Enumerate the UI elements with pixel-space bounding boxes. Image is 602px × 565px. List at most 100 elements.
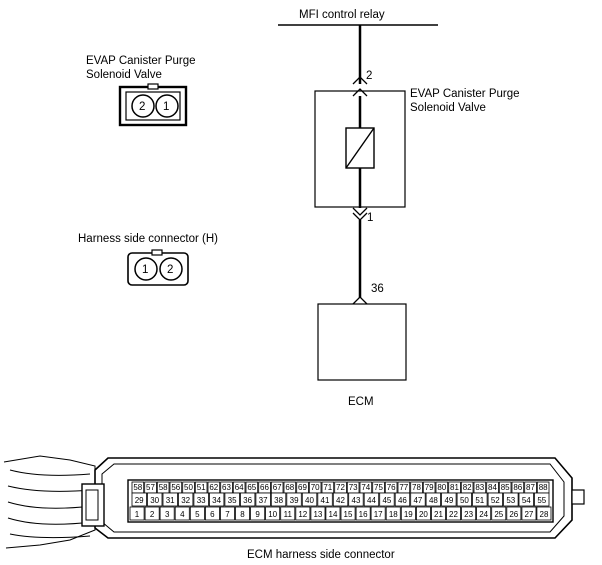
ecm-pin-cell: [280, 506, 296, 521]
ecm-pin-cell: [204, 506, 220, 521]
ecm-pin-cell: [415, 506, 431, 521]
ecm-pin-cell: [131, 492, 147, 507]
ecm-pin-number: 82: [463, 483, 472, 492]
ecm-pin-cell: [332, 492, 349, 507]
ecm-pin-number: 88: [539, 483, 548, 492]
ecm-pin-cell: [355, 506, 371, 521]
ecm-pin-number: 71: [323, 483, 332, 492]
ecm-pin-number: 11: [284, 510, 293, 519]
valve-pin2-mark: [352, 76, 368, 97]
ecm-pin-cell: [325, 506, 341, 521]
relay-label: MFI control relay: [299, 9, 385, 21]
ecm-pin-cell: [208, 492, 225, 507]
valve-label-1: EVAP Canister Purge: [410, 88, 520, 100]
ecm-pin-number: 68: [285, 483, 294, 492]
ecm-pin-number: 43: [352, 496, 361, 505]
ecm-pin-number: 80: [437, 483, 446, 492]
ecm-pin-number: 49: [444, 496, 453, 505]
ecm-pin-cell: [177, 492, 194, 507]
ecm-pin-number: 9: [255, 510, 260, 519]
ecm-pin-number: 83: [475, 483, 484, 492]
ecm-pin-number: 86: [513, 483, 522, 492]
ecm-pin-cell: [270, 492, 287, 507]
ecm-pin-number: 79: [425, 483, 434, 492]
ecm-pin-number: 38: [274, 496, 283, 505]
ecm-pin-cell: [159, 506, 175, 521]
ecm-pin-number: 70: [311, 483, 320, 492]
ecm-pin-number: 33: [197, 496, 206, 505]
component-pin-label-2: 2: [139, 101, 145, 113]
ecm-pin-number: 67: [273, 483, 282, 492]
ecm-pin-cell: [348, 492, 364, 507]
ecm-pin-cell: [250, 506, 266, 521]
ecm-pin-number: 13: [313, 510, 322, 519]
ecm-pin-number: 23: [464, 510, 473, 519]
component-connector: [118, 83, 188, 127]
ecm-pin-number: 57: [146, 483, 155, 492]
ecm-pin-number: 53: [506, 496, 515, 505]
ecm-pin-cell: [310, 506, 326, 521]
ecm-pin-cell: [317, 492, 333, 507]
component-title-1: EVAP Canister Purge: [86, 55, 196, 67]
ecm-pin-number: 63: [222, 483, 231, 492]
ecm-pin-cell: [255, 492, 271, 507]
ecm-pin-number: 62: [209, 483, 218, 492]
ecm-pin-number: 18: [389, 510, 398, 519]
harness-title: Harness side connector (H): [78, 233, 218, 245]
ecm-pin-cell: [534, 492, 550, 507]
valve-label-2: Solenoid Valve: [410, 102, 486, 114]
ecm-pin-number: 46: [398, 496, 407, 505]
ecm-pin-cell: [379, 492, 395, 507]
harness-pin-1: [134, 257, 158, 281]
ecm-pin-cell: [193, 492, 209, 507]
ecm-pin-number: 1: [135, 510, 140, 519]
ecm-pin-number: 7: [225, 510, 230, 519]
ecm-pin-number: 64: [235, 483, 244, 492]
ecm-pin-number: 4: [180, 510, 185, 519]
ecm-pin-number: 47: [413, 496, 422, 505]
ecm-pin-number: 21: [434, 510, 443, 519]
component-title-2: Solenoid Valve: [86, 69, 162, 81]
ecm-pin-cell: [239, 492, 256, 507]
ecm-pin-number: 17: [374, 510, 383, 519]
ecm-pin-number: 10: [268, 510, 277, 519]
ecm-pin-number: 72: [336, 483, 345, 492]
ecm-pin-cell: [461, 506, 477, 521]
ecm-pin-cell: [162, 492, 178, 507]
ecm-pin-number: 19: [404, 510, 413, 519]
ecm-pin-cell: [265, 506, 281, 521]
ecm-pin: 36: [371, 283, 384, 295]
ecm-pin-number: 41: [321, 496, 330, 505]
ecm-box: [317, 303, 407, 381]
ecm-pin-number: 87: [526, 483, 535, 492]
ecm-pin-number: 66: [260, 483, 269, 492]
ecm-pin-cell: [518, 492, 534, 507]
ecm-pin-cell: [301, 492, 318, 507]
component-pin-1: [155, 94, 179, 118]
ecm-pin-number: 24: [479, 510, 488, 519]
ecm-pin-number: 58: [159, 483, 168, 492]
ecm-pin-number: 84: [488, 483, 497, 492]
ecm-pin-number: 52: [491, 496, 500, 505]
ecm-pin-number: 48: [429, 496, 438, 505]
ecm-pin-cell: [430, 506, 446, 521]
ecm-pin-number: 45: [382, 496, 391, 505]
ecm-pin-number: 6: [210, 510, 215, 519]
ecm-pin-number: 15: [344, 510, 353, 519]
ecm-pin-number: 32: [181, 496, 190, 505]
ecm-pin-cell: [385, 506, 401, 521]
ecm-pin-number: 22: [449, 510, 458, 519]
harness-pin-label-1: 1: [142, 264, 148, 276]
ecm-pin-cell: [286, 492, 302, 507]
harness-pin-2: [159, 257, 183, 281]
ecm-pin-number: 54: [522, 496, 531, 505]
ecm-pin-number: 2: [150, 510, 155, 519]
ecm-pin-number: 75: [374, 483, 383, 492]
ecm-pin-number: 39: [290, 496, 299, 505]
ecm-pin-cell: [174, 506, 190, 521]
ecm-pin-number: 42: [336, 496, 345, 505]
ecm-connector-label: ECM harness side connector: [247, 549, 395, 561]
harness-pin-label-2: 2: [167, 264, 173, 276]
valve-box: [314, 90, 406, 208]
